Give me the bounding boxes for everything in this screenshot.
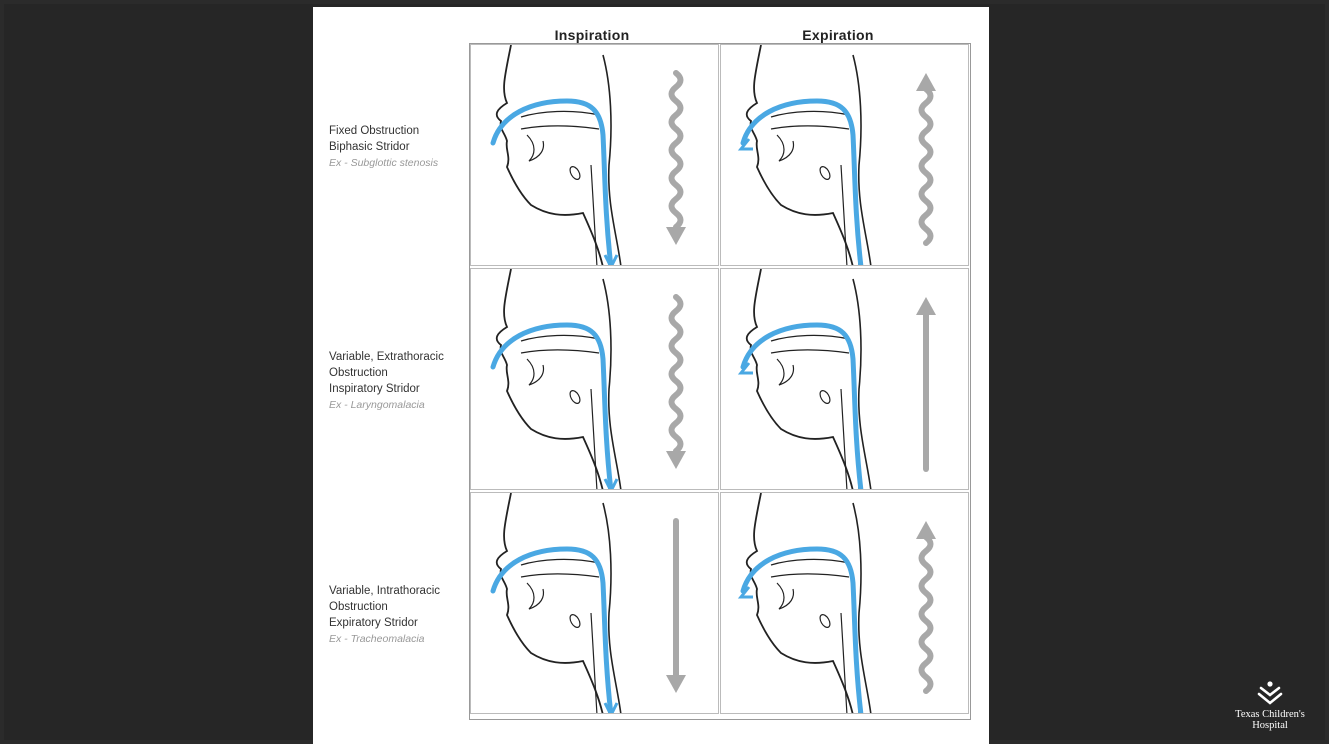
head-profile-outline (747, 493, 853, 714)
row-example: Ex - Subglottic stenosis (329, 155, 469, 171)
head-profile-outline (497, 45, 603, 266)
palate-and-tongue (521, 559, 599, 609)
direction-arrow-head (666, 675, 686, 693)
column-header-expiration: Expiration (758, 27, 918, 43)
hands-chevron-icon (1257, 680, 1283, 706)
hospital-logo: Texas Children's Hospital (1230, 680, 1310, 731)
row-label-line: Obstruction (329, 365, 469, 381)
row-label-line: Obstruction (329, 599, 469, 615)
airway-diagram (721, 269, 969, 490)
palate-and-tongue (521, 111, 599, 161)
cell-inspiration-row-1 (470, 44, 719, 266)
airway-diagram (471, 45, 719, 266)
palate-and-tongue (771, 559, 849, 609)
hyoid-bone (818, 389, 832, 405)
airway-diagram (471, 493, 719, 714)
hyoid-bone (568, 389, 582, 405)
cell-expiration-row-3 (720, 492, 969, 714)
row-label-line: Inspiratory Stridor (329, 381, 469, 397)
row-label-extrathoracic: Variable, Extrathoracic Obstruction Insp… (329, 349, 469, 413)
head-profile-outline (497, 493, 603, 714)
cell-expiration-row-1 (720, 44, 969, 266)
direction-arrow-head (916, 297, 936, 315)
row-example: Ex - Laryngomalacia (329, 397, 469, 413)
cell-inspiration-row-3 (470, 492, 719, 714)
cell-inspiration-row-2 (470, 268, 719, 490)
direction-arrow-head (666, 227, 686, 245)
airway-diagram (721, 493, 969, 714)
cell-expiration-row-2 (720, 268, 969, 490)
head-profile-outline (747, 269, 853, 490)
direction-arrow-shaft (922, 89, 931, 243)
hyoid-bone (818, 165, 832, 181)
row-label-line: Variable, Intrathoracic (329, 583, 469, 599)
palate-and-tongue (521, 335, 599, 385)
row-label-fixed: Fixed Obstruction Biphasic Stridor Ex - … (329, 123, 469, 171)
row-label-line: Fixed Obstruction (329, 123, 469, 139)
diagram-grid (469, 43, 971, 720)
stridor-figure: Inspiration Expiration Fixed Obstruction… (313, 7, 989, 744)
row-example: Ex - Tracheomalacia (329, 631, 469, 647)
hyoid-bone (568, 613, 582, 629)
logo-line-2: Hospital (1230, 720, 1310, 731)
hyoid-bone (568, 165, 582, 181)
head-profile-outline (747, 45, 853, 266)
hyoid-bone (818, 613, 832, 629)
row-label-intrathoracic: Variable, Intrathoracic Obstruction Expi… (329, 583, 469, 647)
column-header-inspiration: Inspiration (512, 27, 672, 43)
palate-and-tongue (771, 335, 849, 385)
airway-diagram (471, 269, 719, 490)
logo-line-1: Texas Children's (1230, 709, 1310, 720)
direction-arrow-shaft (672, 73, 681, 227)
direction-arrow-head (916, 73, 936, 91)
head-profile-outline (497, 269, 603, 490)
row-label-line: Variable, Extrathoracic (329, 349, 469, 365)
direction-arrow-head (666, 451, 686, 469)
airway-diagram (721, 45, 969, 266)
palate-and-tongue (771, 111, 849, 161)
row-label-line: Expiratory Stridor (329, 615, 469, 631)
row-label-line: Biphasic Stridor (329, 139, 469, 155)
direction-arrow-shaft (672, 297, 681, 451)
direction-arrow-shaft (922, 537, 931, 691)
direction-arrow-head (916, 521, 936, 539)
